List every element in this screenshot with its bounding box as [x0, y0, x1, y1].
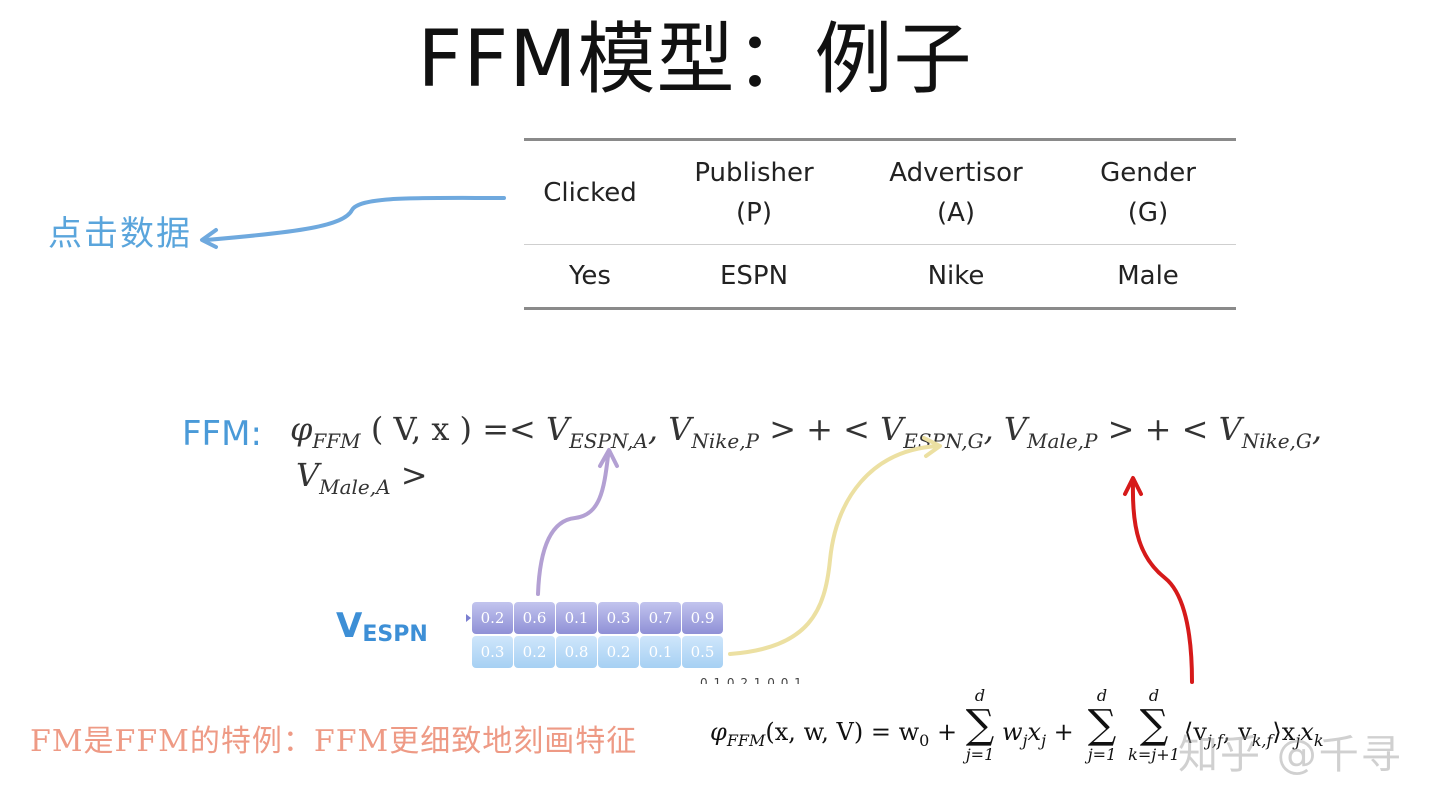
vector-cell: 0.3 — [472, 636, 513, 668]
sum-3: d ∑ k=j+1 — [1128, 686, 1180, 764]
table-header-row: Clicked Publisher (P) Advertisor (A) Gen… — [524, 141, 1236, 244]
header-clicked: Clicked — [543, 177, 637, 208]
vector-marker-icon — [466, 614, 471, 622]
cell-gender: Male — [1117, 261, 1179, 291]
cell-clicked: Yes — [569, 261, 611, 291]
red-arrow-icon — [1130, 482, 1194, 684]
table-row: Yes ESPN Nike Male — [524, 245, 1236, 307]
table-bottom-rule — [524, 307, 1236, 310]
blue-arrow-icon — [204, 195, 506, 242]
blue-arrowhead-icon — [200, 228, 218, 249]
sum-1: d ∑ j=1 — [965, 686, 995, 764]
vector-cell: 0.2 — [472, 602, 513, 634]
cell-publisher: ESPN — [719, 261, 789, 291]
header-publisher: Publisher (P) — [694, 157, 814, 228]
header-advertisor: Advertisor (A) — [889, 157, 1023, 228]
ffm-formula-line1: φFFM ( V, x ) =< VESPN,A, VNike,P > + < … — [290, 410, 1323, 453]
espn-vector-row-1: 0.2 0.6 0.1 0.3 0.7 0.9 — [472, 602, 724, 634]
sum-2: d ∑ j=1 — [1087, 686, 1117, 764]
ffm-formula-line2: VMale,A > — [296, 456, 428, 499]
vector-cell: 0.2 — [598, 636, 639, 668]
vector-cell: 0.1 — [556, 602, 597, 634]
zhihu-watermark: 知乎 @千寻 — [1178, 732, 1403, 778]
clipped-text: 0 1 0 2 1 0 0 1 — [700, 676, 803, 684]
table-mid-rule — [524, 244, 1236, 245]
click-data-table: Clicked Publisher (P) Advertisor (A) Gen… — [524, 138, 1236, 310]
page-title: FFM模型：例子 — [417, 15, 973, 105]
click-data-label: 点击数据 — [48, 214, 192, 254]
vector-cell: 0.1 — [640, 636, 681, 668]
vespn-label: VESPN — [336, 606, 428, 647]
vector-cell: 0.6 — [514, 602, 555, 634]
vector-cell: 0.2 — [514, 636, 555, 668]
fm-special-case-note: FM是FFM的特例：FFM更细致地刻画特征 — [30, 724, 638, 759]
espn-vector-row-2: 0.3 0.2 0.8 0.2 0.1 0.5 — [472, 636, 724, 668]
vector-cell: 0.3 — [598, 602, 639, 634]
purple-arrowhead-icon — [598, 448, 619, 468]
cell-advertisor: Nike — [927, 261, 985, 291]
vector-cell: 0.9 — [682, 602, 723, 634]
table-top-rule — [524, 138, 1236, 141]
vector-cell: 0.8 — [556, 636, 597, 668]
header-gender: Gender (G) — [1100, 157, 1196, 228]
red-arrowhead-icon — [1123, 476, 1143, 496]
purple-arrow-icon — [536, 454, 610, 596]
yellow-arrowhead-icon — [922, 436, 942, 458]
vector-cell: 0.7 — [640, 602, 681, 634]
vector-cell: 0.5 — [682, 636, 723, 668]
yellow-arrow-icon — [728, 444, 940, 656]
ffm-label: FFM: — [182, 414, 262, 454]
